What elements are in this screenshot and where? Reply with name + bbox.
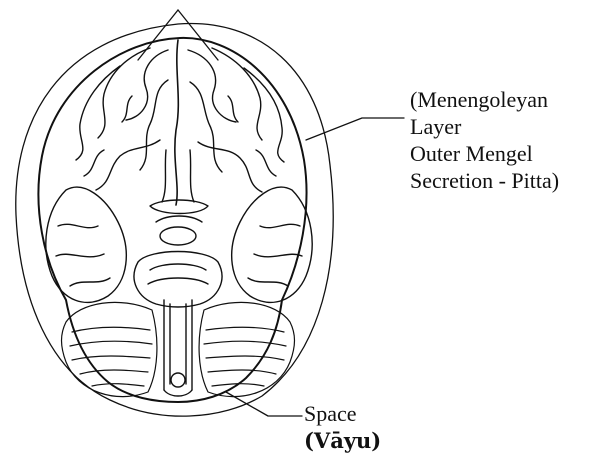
space-label: Space (Vāyu)	[304, 400, 381, 454]
membrane-label-line: (Menengoleyan	[410, 86, 559, 113]
frontal-gyri	[76, 48, 284, 192]
skull-outline	[16, 24, 333, 417]
olfactory-optic-region	[150, 150, 208, 245]
longitudinal-fissure	[175, 40, 178, 205]
membrane-label-line: Secretion - Pitta)	[410, 167, 559, 194]
membrane-label: (Menengoleyan Layer Outer Mengel Secreti…	[410, 86, 559, 194]
brain-outline	[38, 38, 306, 402]
space-label-word: Space	[304, 400, 381, 427]
brainstem	[134, 252, 222, 397]
space-label-sanskrit: (Vāyu)	[304, 427, 381, 454]
membrane-label-line: Layer	[410, 113, 559, 140]
cerebellum	[62, 302, 295, 396]
membrane-label-line: Outer Mengel	[410, 140, 559, 167]
space-pointer	[226, 392, 302, 416]
